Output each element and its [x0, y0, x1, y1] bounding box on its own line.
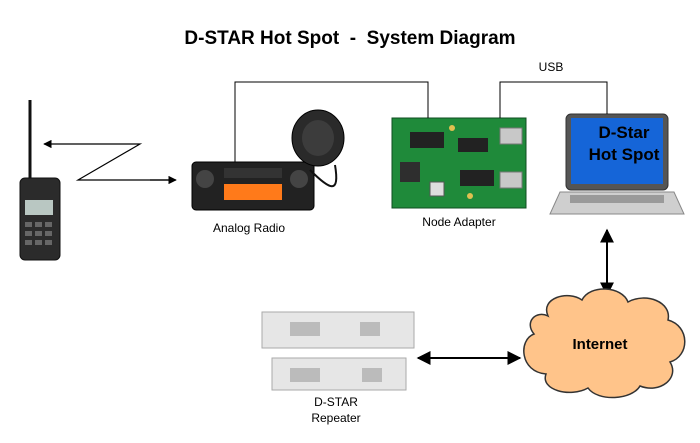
- laptop-screen-text: D-Star Hot Spot: [570, 122, 678, 166]
- analog-radio-label: Analog Radio: [212, 221, 286, 235]
- analog-radio-icon: [191, 109, 345, 211]
- page-title: D-STAR Hot Spot - System Diagram: [184, 28, 516, 49]
- usb-label: USB: [538, 60, 564, 74]
- repeater-label-line1: D-STAR: [314, 395, 358, 409]
- laptop-screen-line2: Hot Spot: [588, 145, 660, 164]
- node-adapter-icon: [391, 117, 527, 209]
- laptop-icon: [549, 113, 685, 215]
- laptop-screen-line1: D-Star: [598, 123, 650, 142]
- repeater-label-line2: Repeater: [311, 411, 361, 425]
- internet-cloud-icon: [523, 288, 686, 399]
- node-adapter-label: Node Adapter: [422, 215, 496, 229]
- repeater-icon: [261, 311, 415, 391]
- radio-display: [224, 184, 282, 200]
- internet-label: Internet: [572, 336, 628, 353]
- handheld-radio-icon: [19, 100, 61, 261]
- laptop-screen: [571, 118, 663, 184]
- cables: [234, 81, 608, 162]
- wireless-link: [43, 139, 177, 185]
- repeater-label: D-STAR Repeater: [294, 394, 378, 426]
